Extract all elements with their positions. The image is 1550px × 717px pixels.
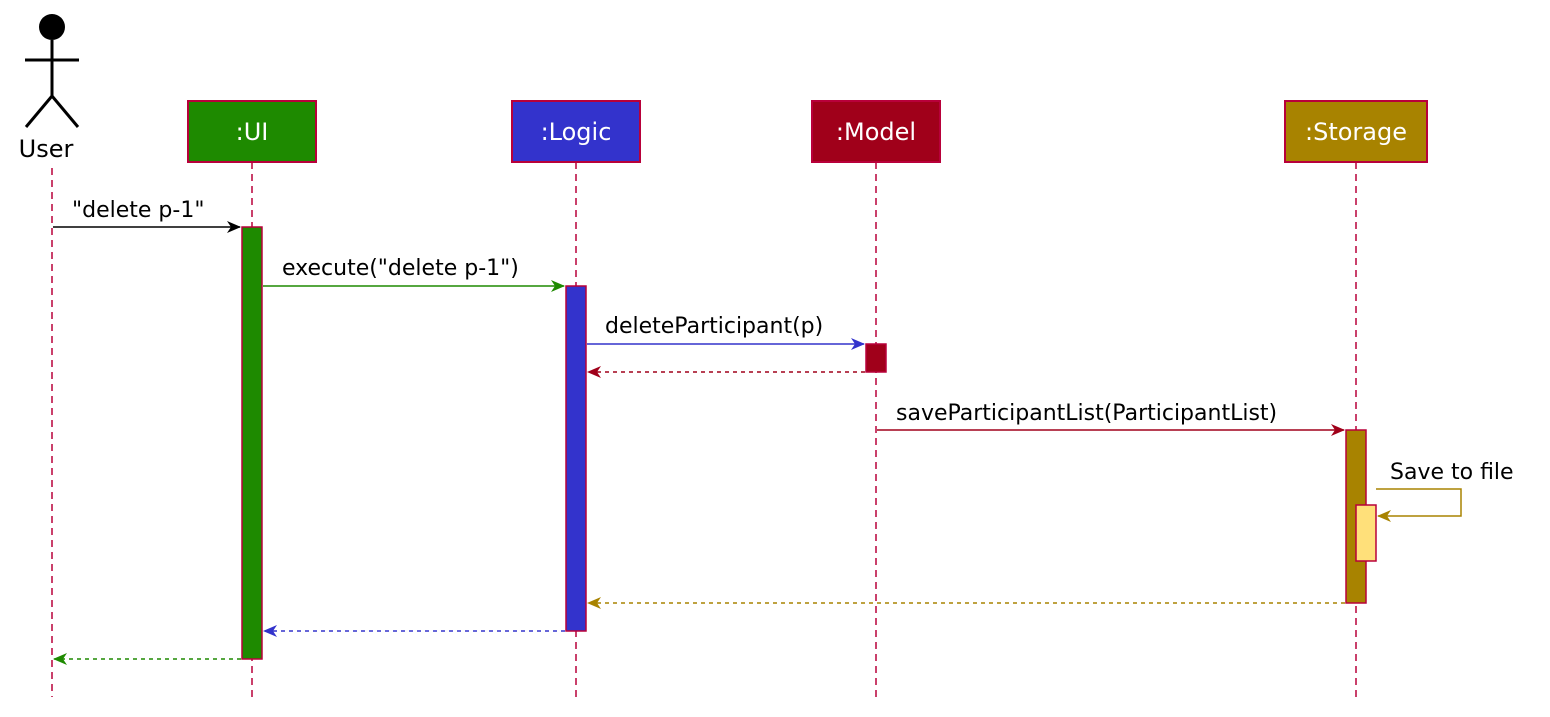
user-stick-figure-icon (24, 14, 80, 128)
participant-model: :Model (811, 100, 941, 163)
message-5: saveParticipantList(ParticipantList) (877, 401, 1345, 436)
participant-ui: :UI (187, 100, 317, 163)
participant-logic-label: :Logic (541, 118, 612, 146)
message-6-label: Save to file (1390, 460, 1514, 485)
message-1: "delete p-1" (53, 198, 241, 233)
message-5-label: saveParticipantList(ParticipantList) (896, 401, 1277, 426)
participant-storage-label: :Storage (1305, 118, 1407, 146)
actor-user: User (19, 14, 80, 163)
message-3-label: deleteParticipant(p) (605, 314, 823, 339)
participant-logic: :Logic (511, 100, 641, 163)
message-2: execute("delete p-1") (263, 256, 565, 292)
message-6-self: Save to file (1376, 460, 1514, 522)
activation-storage-self (1355, 504, 1377, 562)
actor-user-label: User (19, 135, 74, 163)
message-2-label: execute("delete p-1") (282, 256, 519, 281)
activation-model (865, 343, 887, 373)
activation-ui (241, 226, 263, 660)
participant-storage: :Storage (1284, 100, 1428, 163)
participant-ui-label: :UI (236, 118, 269, 146)
activation-logic (565, 285, 587, 632)
participant-model-label: :Model (836, 118, 916, 146)
message-3: deleteParticipant(p) (587, 314, 865, 350)
message-1-label: "delete p-1" (72, 198, 204, 223)
